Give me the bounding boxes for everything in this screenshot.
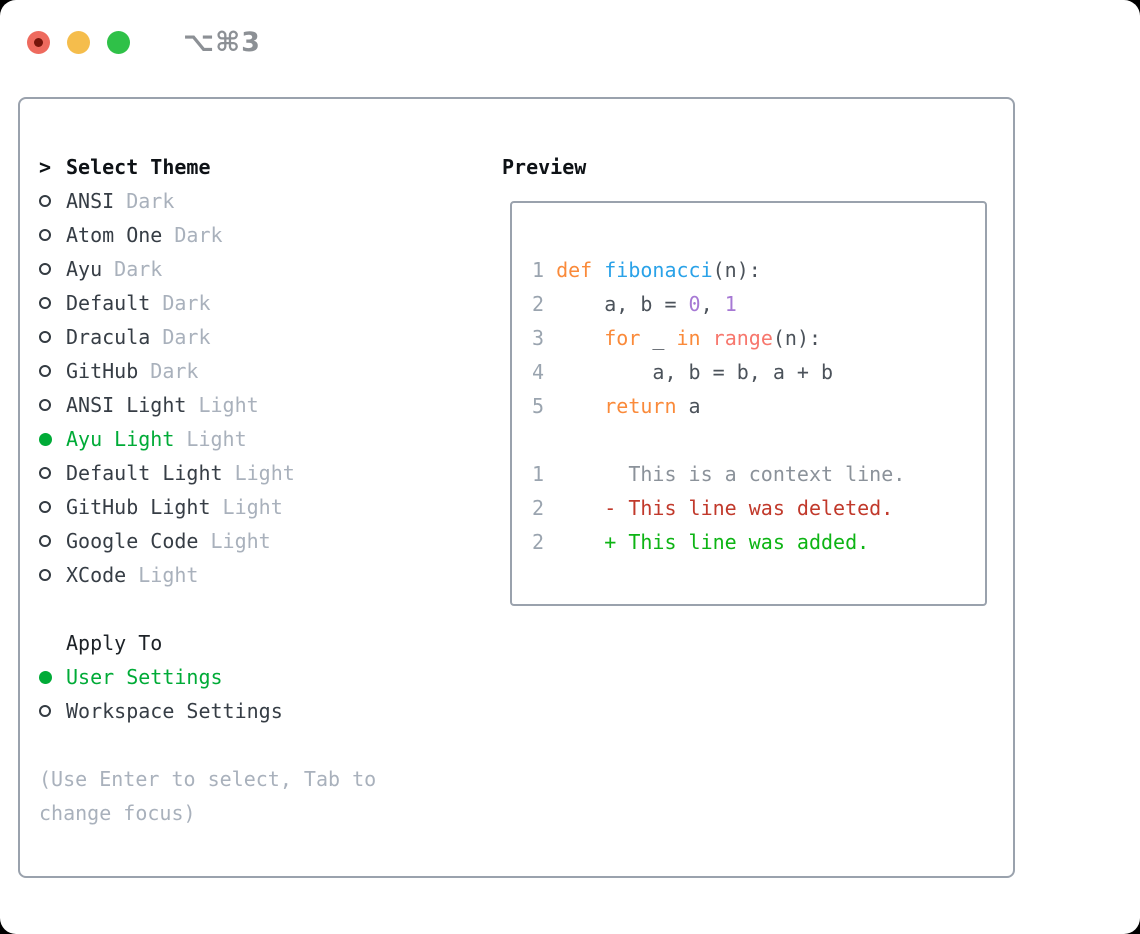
- theme-item-label: ANSI Light Light: [66, 393, 259, 417]
- close-dot-icon: [34, 38, 43, 47]
- titlebar: ⌥⌘3: [27, 27, 261, 58]
- radio-marker: [39, 569, 66, 581]
- theme-item-github-light-light[interactable]: GitHub Light Light: [39, 490, 376, 524]
- preview-header: Preview: [502, 150, 586, 184]
- radio-icon: [39, 501, 51, 513]
- theme-item-github-dark[interactable]: GitHub Dark: [39, 354, 376, 388]
- theme-item-ansi-light-light[interactable]: ANSI Light Light: [39, 388, 376, 422]
- radio-icon: [39, 263, 51, 275]
- line-number: 1: [532, 258, 557, 282]
- radio-marker: [39, 229, 66, 241]
- line-number: 4: [532, 360, 557, 384]
- theme-item-ayu-light-light[interactable]: Ayu Light Light: [39, 422, 376, 456]
- window-shortcut-label: ⌥⌘3: [183, 27, 261, 58]
- preview-box: 1 def fibonacci(n): 2 a, b = 0, 1 3 for _ …: [510, 201, 987, 606]
- theme-item-label: GitHub Dark: [66, 359, 199, 383]
- theme-item-label: Ayu Dark: [66, 257, 163, 281]
- radio-marker: [39, 297, 66, 309]
- theme-picker-header: > Select Theme: [39, 150, 376, 184]
- theme-item-label: Google Code Light: [66, 529, 271, 553]
- radio-marker: [39, 263, 66, 275]
- theme-picker-title: Select Theme: [66, 155, 211, 179]
- spacer-row: [39, 728, 376, 762]
- theme-item-default-dark[interactable]: Default Dark: [39, 286, 376, 320]
- radio-marker: [39, 501, 66, 513]
- theme-item-dracula-dark[interactable]: Dracula Dark: [39, 320, 376, 354]
- radio-marker: [39, 365, 66, 377]
- line-number: 2: [532, 530, 557, 554]
- apply-option-user-settings[interactable]: User Settings: [39, 660, 376, 694]
- radio-icon: [39, 331, 51, 343]
- theme-item-label: Dracula Dark: [66, 325, 211, 349]
- radio-selected-icon: [39, 670, 52, 684]
- theme-item-label: ANSI Dark: [66, 189, 175, 213]
- apply-option-label: User Settings: [66, 665, 223, 689]
- radio-marker: [39, 670, 66, 684]
- apply-option-workspace-settings[interactable]: Workspace Settings: [39, 694, 376, 728]
- radio-icon: [39, 535, 51, 547]
- preview-line: 1 This is a context line.: [532, 462, 906, 486]
- theme-item-atom-one-dark[interactable]: Atom One Dark: [39, 218, 376, 252]
- theme-item-label: Atom One Dark: [66, 223, 223, 247]
- preview-title: Preview: [502, 155, 587, 179]
- preview-line: 2 - This line was deleted.: [532, 496, 894, 520]
- apply-to-title: Apply To: [66, 631, 163, 655]
- preview-line: 1 def fibonacci(n):: [532, 258, 761, 282]
- theme-item-default-light-light[interactable]: Default Light Light: [39, 456, 376, 490]
- theme-item-label: XCode Light: [66, 563, 199, 587]
- radio-marker: [39, 705, 66, 717]
- line-number: 2: [532, 496, 557, 520]
- line-number: 1: [532, 462, 557, 486]
- preview-line: 2 a, b = 0, 1: [532, 292, 737, 316]
- radio-marker: [39, 195, 66, 207]
- focus-caret-icon: >: [39, 155, 52, 179]
- theme-item-xcode-light[interactable]: XCode Light: [39, 558, 376, 592]
- hint-text: (Use Enter to select, Tab to change focu…: [39, 762, 376, 830]
- radio-icon: [39, 229, 51, 241]
- radio-marker: [39, 331, 66, 343]
- preview-line: 4 a, b = b, a + b: [532, 360, 834, 384]
- preview-line: [532, 423, 985, 457]
- line-number: 5: [532, 394, 557, 418]
- radio-icon: [39, 569, 51, 581]
- spacer-row: [39, 592, 376, 626]
- hint-line-2: change focus): [39, 801, 196, 825]
- radio-icon: [39, 365, 51, 377]
- radio-icon: [39, 297, 51, 309]
- radio-icon: [39, 467, 51, 479]
- radio-marker: [39, 432, 66, 446]
- theme-item-label: GitHub Light Light: [66, 495, 283, 519]
- theme-item-label: Ayu Light Light: [66, 427, 247, 451]
- line-number: 2: [532, 292, 557, 316]
- theme-item-google-code-light[interactable]: Google Code Light: [39, 524, 376, 558]
- radio-icon: [39, 195, 51, 207]
- close-button[interactable]: [27, 31, 50, 54]
- minimize-button[interactable]: [67, 31, 90, 54]
- radio-icon: [39, 705, 51, 717]
- hint-line-1: (Use Enter to select, Tab to: [39, 767, 377, 791]
- radio-selected-icon: [39, 432, 52, 446]
- preview-line: 2 + This line was added.: [532, 530, 870, 554]
- theme-item-ayu-dark[interactable]: Ayu Dark: [39, 252, 376, 286]
- apply-option-label: Workspace Settings: [66, 699, 283, 723]
- theme-item-label: Default Dark: [66, 291, 211, 315]
- radio-marker: [39, 535, 66, 547]
- line-number: 3: [532, 326, 557, 350]
- zoom-button[interactable]: [107, 31, 130, 54]
- radio-icon: [39, 399, 51, 411]
- radio-marker: [39, 399, 66, 411]
- preview-line: 3 for _ in range(n):: [532, 326, 822, 350]
- radio-marker: [39, 467, 66, 479]
- theme-item-label: Default Light Light: [66, 461, 295, 485]
- apply-to-header: Apply To: [39, 626, 376, 660]
- theme-item-ansi-dark[interactable]: ANSI Dark: [39, 184, 376, 218]
- preview-code: 1 def fibonacci(n): 2 a, b = 0, 1 3 for _ …: [512, 203, 985, 559]
- preview-line: 5 return a: [532, 394, 701, 418]
